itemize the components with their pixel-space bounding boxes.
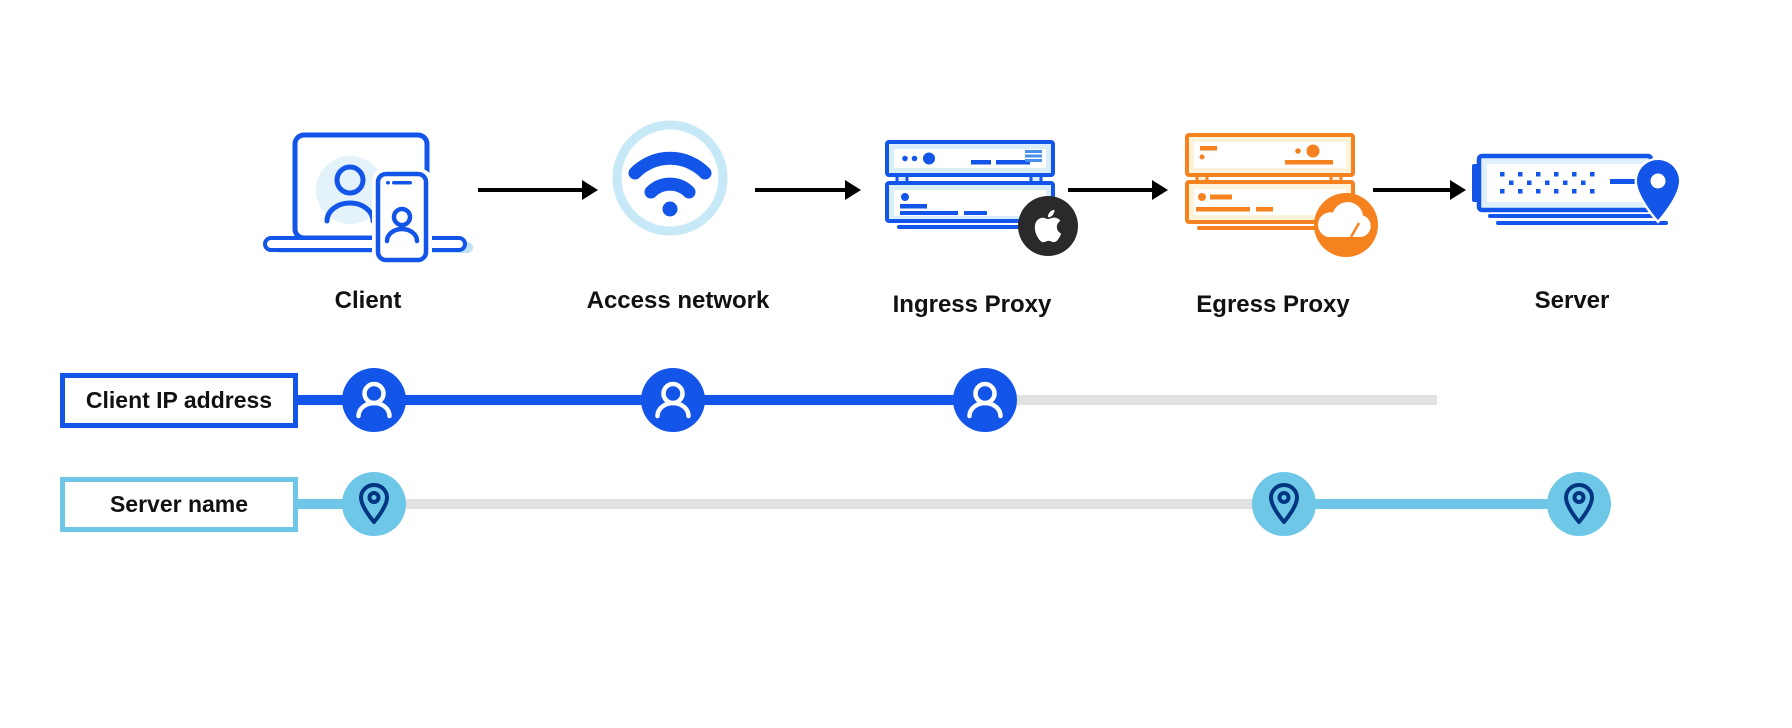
- node-label-client: Client: [334, 287, 402, 314]
- server-stack-icon: [1185, 133, 1378, 257]
- location-pin-icon: [342, 472, 406, 536]
- server-name-track-line-active-right: [1284, 499, 1579, 509]
- server-name-track-line-active-left: [296, 499, 376, 509]
- server-name-track-line-inactive: [376, 499, 1284, 509]
- client-ip-address-label-box: Client IP address: [60, 373, 298, 428]
- server-name-label: Server name: [109, 491, 249, 517]
- node-label-access-network: Access network: [586, 287, 770, 314]
- flow-arrow-access-to-ingress: [755, 188, 847, 192]
- cloudflare-logo-badge: [1314, 193, 1378, 257]
- node-label-egress-proxy: Egress Proxy: [1196, 291, 1350, 318]
- server-location-pin-icon: [1472, 153, 1682, 225]
- person-icon: [641, 368, 705, 432]
- apple-logo-badge: [1018, 196, 1078, 256]
- wifi-icon: [612, 120, 728, 236]
- location-pin-icon: [1634, 157, 1682, 224]
- flow-arrow-ingress-to-egress: [1068, 188, 1154, 192]
- laptop-phone-user-icon: [263, 132, 473, 265]
- server-name-label-box: Server name: [60, 477, 298, 532]
- person-icon: [953, 368, 1017, 432]
- client-ip-address-label: Client IP address: [85, 387, 273, 413]
- person-icon: [342, 368, 406, 432]
- flow-arrow-client-to-access: [478, 188, 584, 192]
- server-stack-icon: [885, 140, 1078, 256]
- node-label-server: Server: [1534, 287, 1610, 314]
- flow-arrow-egress-to-server: [1373, 188, 1452, 192]
- location-pin-icon: [1547, 472, 1611, 536]
- client-ip-track-line-inactive: [986, 395, 1437, 405]
- location-pin-icon: [1252, 472, 1316, 536]
- server-dot-pattern: [1500, 172, 1595, 194]
- node-label-ingress-proxy: Ingress Proxy: [892, 291, 1052, 318]
